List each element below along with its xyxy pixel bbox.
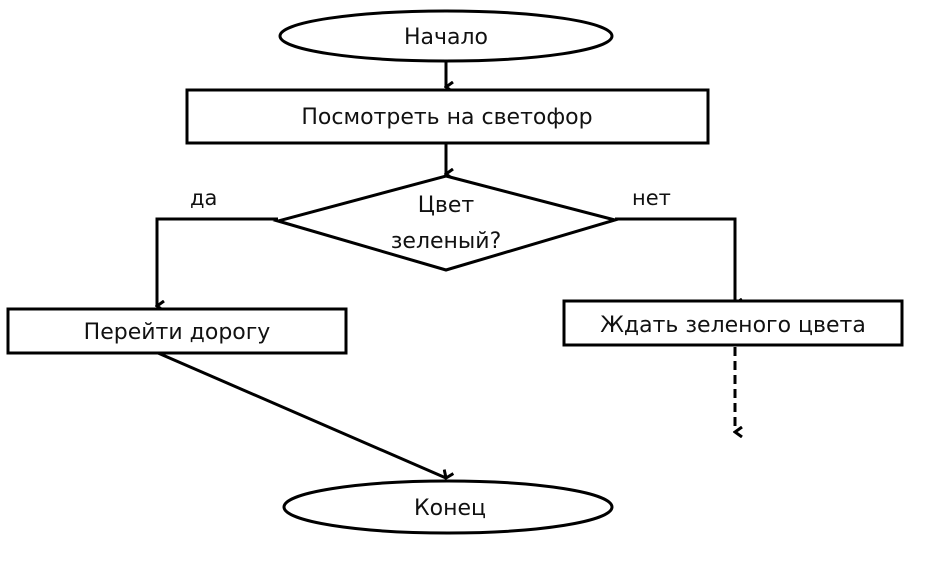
- wait-rect: [562, 299, 904, 347]
- edge-label-yes: да: [190, 186, 217, 210]
- decision-diamond: [272, 174, 621, 272]
- cross-label: Перейти дорогу: [84, 320, 271, 345]
- wait-label: Ждать зеленого цвета: [600, 313, 866, 338]
- end-ellipse: [282, 479, 614, 535]
- edge-no-branch: [615, 217, 735, 304]
- end-node: Конец: [282, 479, 614, 535]
- edge-yes-branch: [157, 217, 278, 306]
- end-label: Конец: [414, 496, 486, 521]
- decision-label-line2: зеленый?: [391, 229, 502, 254]
- look-node: Посмотреть на светофор: [185, 88, 710, 145]
- decision-node: Цвет зеленый?: [272, 174, 621, 272]
- edge-label-no: нет: [632, 186, 671, 210]
- edge-cross-to-end: [157, 351, 446, 478]
- decision-label-line1: Цвет: [418, 193, 475, 218]
- cross-rect: [6, 307, 348, 355]
- look-label: Посмотреть на светофор: [301, 105, 592, 130]
- wait-node: Ждать зеленого цвета: [562, 299, 904, 347]
- look-rect: [185, 88, 710, 145]
- cross-node: Перейти дорогу: [6, 307, 348, 355]
- start-node: Начало: [278, 9, 614, 63]
- start-label: Начало: [404, 25, 488, 50]
